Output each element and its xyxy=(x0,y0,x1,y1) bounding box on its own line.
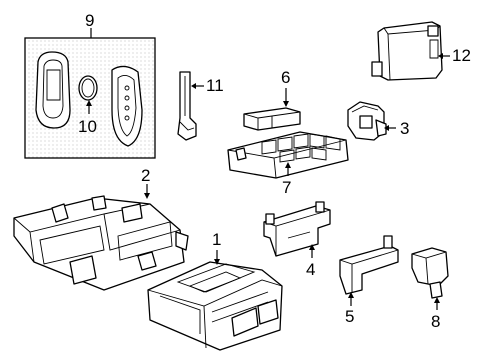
key-fob-group xyxy=(24,28,156,159)
callout-6: 6 xyxy=(281,68,291,87)
sensor-8 xyxy=(411,247,449,310)
control-module-1 xyxy=(147,250,283,351)
bracket-2 xyxy=(13,184,189,291)
fuse-block-7 xyxy=(227,131,349,179)
connector-3 xyxy=(347,101,396,141)
emergency-key xyxy=(177,71,204,141)
callout-4: 4 xyxy=(306,260,316,279)
callout-11: 11 xyxy=(206,76,224,95)
callout-12: 12 xyxy=(452,46,471,65)
callout-2: 2 xyxy=(141,166,151,185)
bracket-4 xyxy=(263,201,331,258)
callout-10: 10 xyxy=(78,117,97,136)
relay-6 xyxy=(243,88,301,131)
bracket-5 xyxy=(339,235,399,306)
callout-9: 9 xyxy=(85,11,95,30)
callout-7: 7 xyxy=(282,178,292,197)
fob-case xyxy=(35,51,71,129)
callout-8: 8 xyxy=(431,312,441,331)
callout-3: 3 xyxy=(400,119,410,138)
callout-5: 5 xyxy=(345,307,355,326)
control-module-12 xyxy=(371,21,450,81)
callout-1: 1 xyxy=(212,230,222,249)
